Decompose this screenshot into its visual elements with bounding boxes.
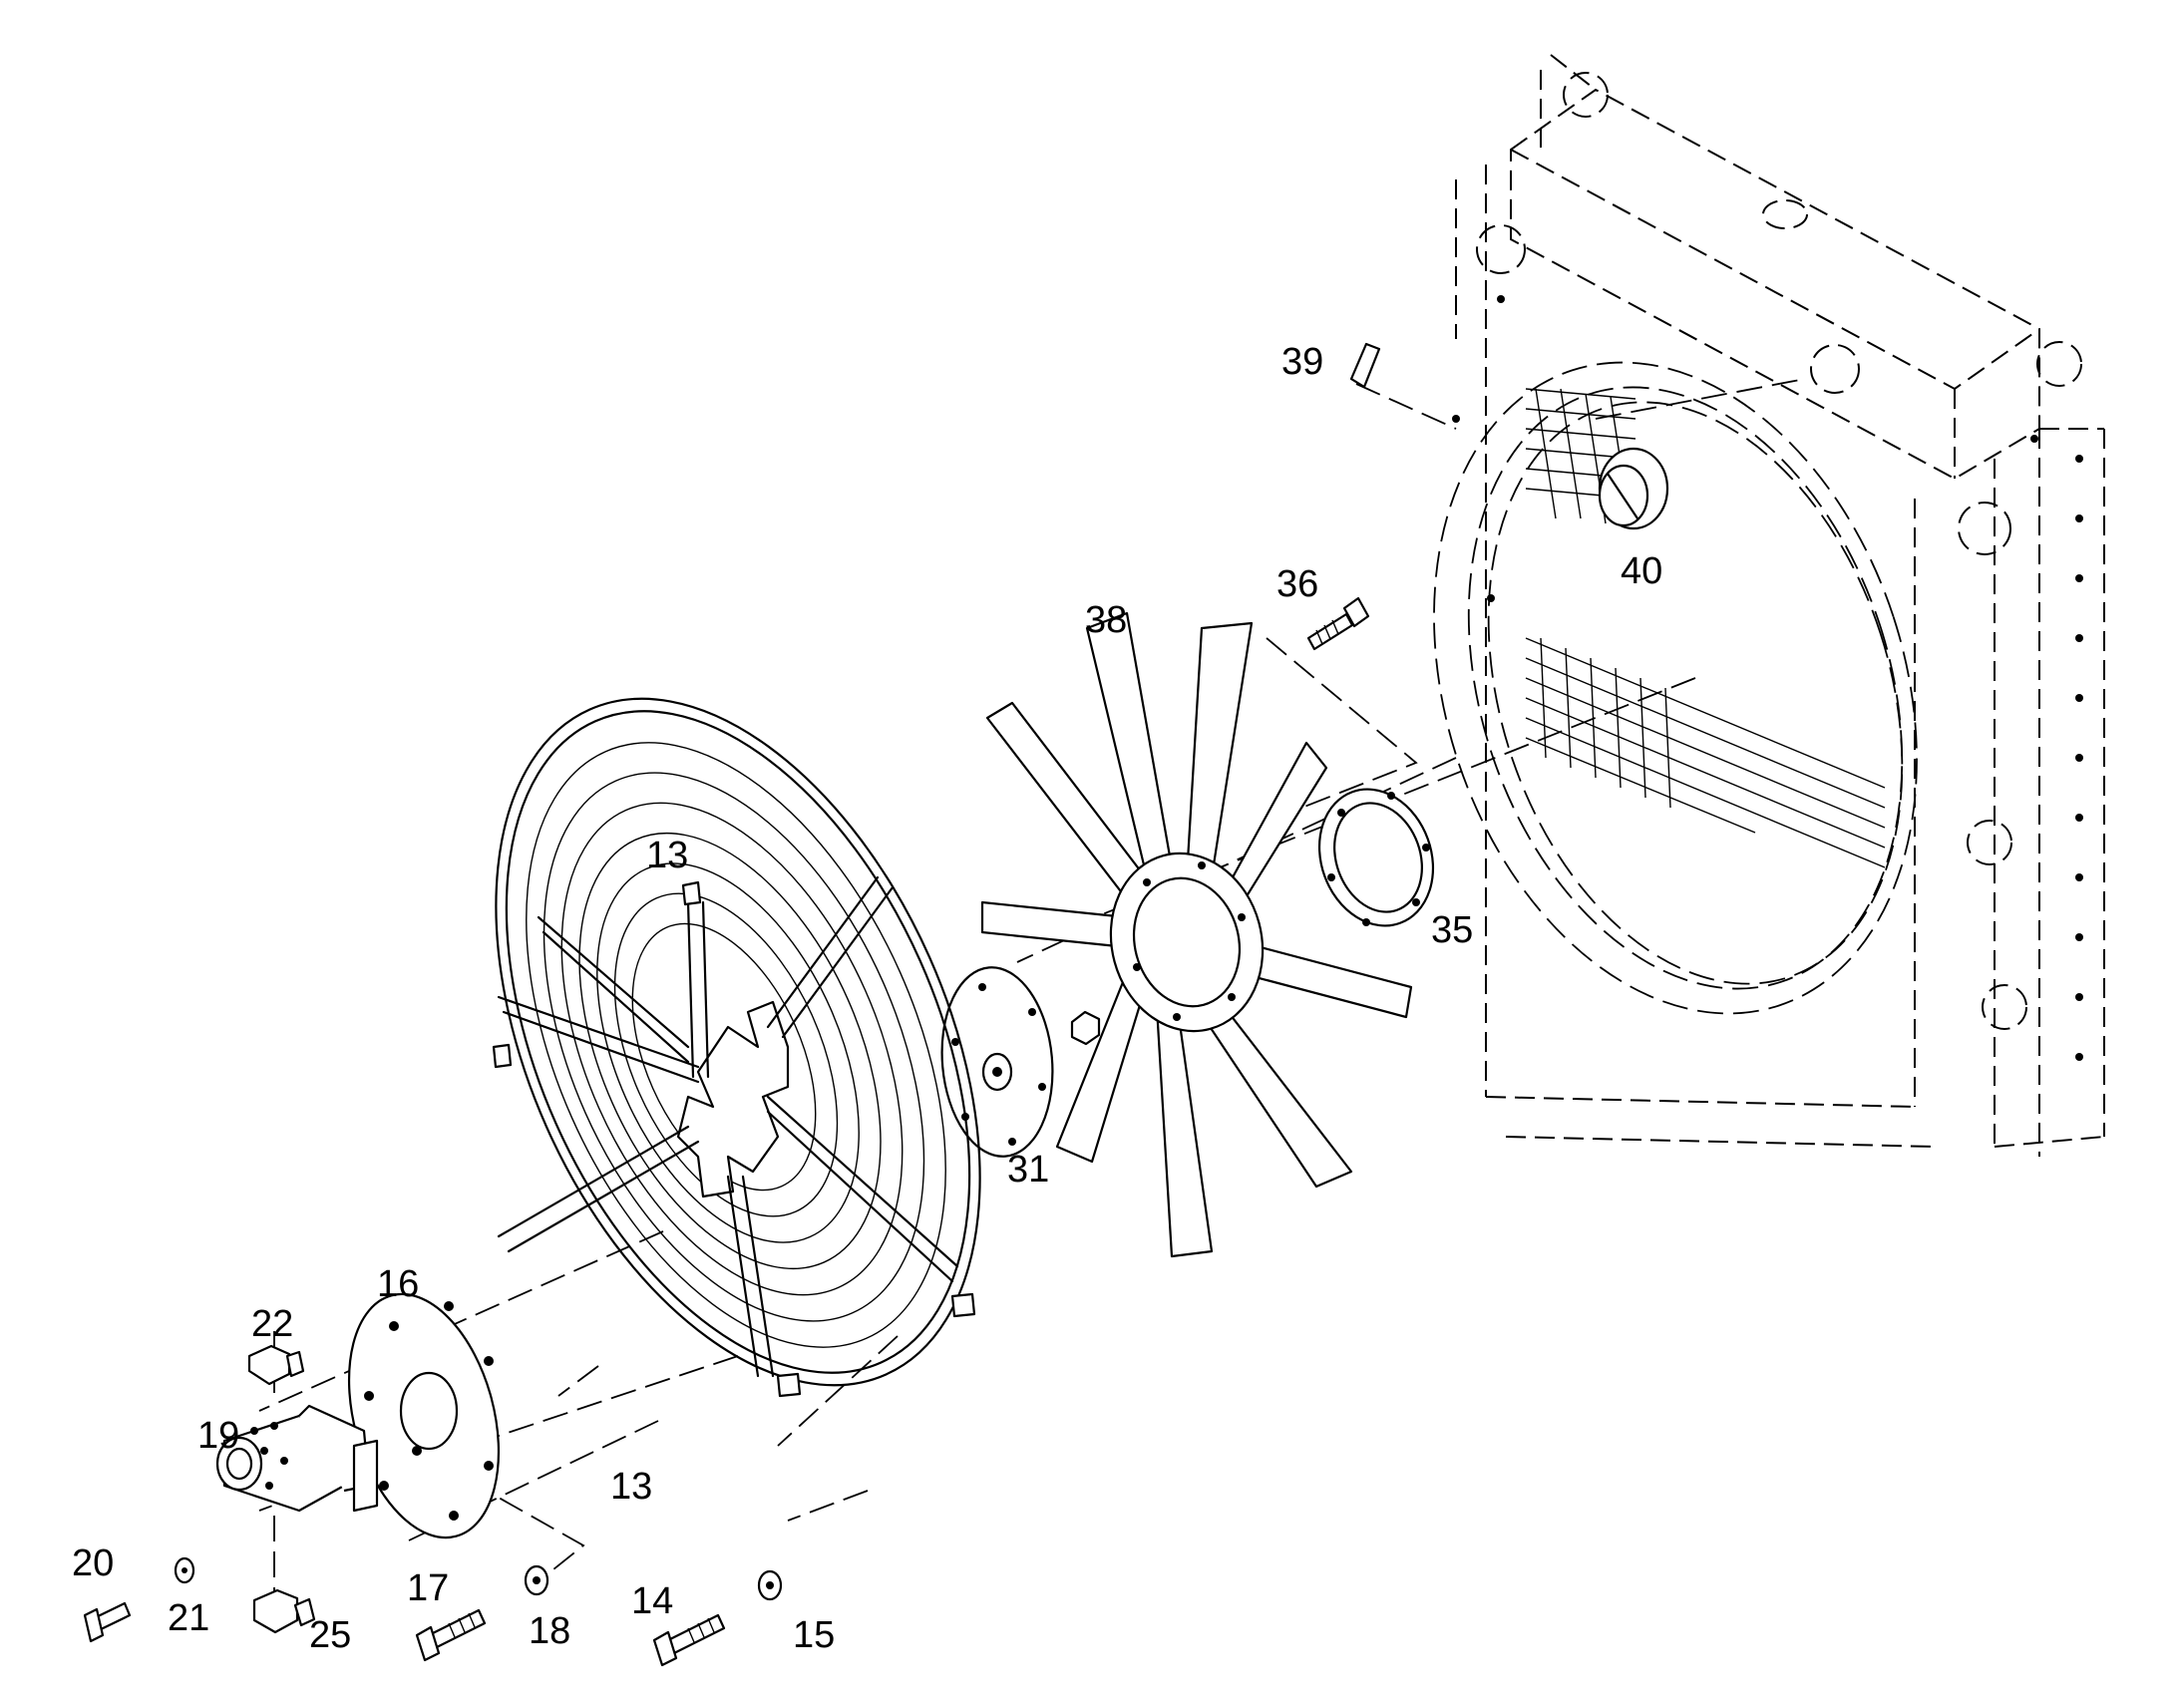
part-39-plate xyxy=(1349,342,1381,389)
callout-40: 40 xyxy=(1621,550,1662,592)
part-22-fitting xyxy=(247,1344,305,1386)
callout-14: 14 xyxy=(631,1580,673,1622)
callout-35: 35 xyxy=(1431,909,1473,951)
part-19-motor xyxy=(215,1404,379,1513)
callout-20: 20 xyxy=(72,1542,114,1584)
part-35-ring xyxy=(1317,788,1435,927)
part-40-cap xyxy=(1598,447,1669,530)
part-17-bolt xyxy=(415,1608,487,1662)
callout-17: 17 xyxy=(407,1567,449,1609)
part-14-bolt xyxy=(652,1613,726,1667)
callout-15: 15 xyxy=(793,1614,835,1656)
callout-13-top: 13 xyxy=(646,835,688,876)
part-18-washer xyxy=(524,1564,549,1596)
part-36-bolt xyxy=(1306,596,1370,651)
callout-31: 31 xyxy=(1007,1149,1049,1191)
callout-25: 25 xyxy=(309,1614,351,1656)
callout-13-bottom: 13 xyxy=(610,1466,652,1508)
part-21-washer xyxy=(174,1556,195,1584)
part-16-plate xyxy=(347,1292,501,1539)
callout-18: 18 xyxy=(529,1610,570,1652)
radiator-assembly xyxy=(1433,54,2105,1157)
part-31-hub xyxy=(940,966,1101,1158)
callout-38: 38 xyxy=(1085,599,1127,641)
callout-labels: 13 13 14 15 16 17 18 19 20 21 22 25 31 3… xyxy=(72,341,1662,1656)
callout-22: 22 xyxy=(251,1303,293,1345)
part-25-fitting xyxy=(252,1588,316,1634)
part-15-washer xyxy=(757,1569,783,1601)
callout-21: 21 xyxy=(168,1597,209,1639)
callout-39: 39 xyxy=(1281,341,1323,383)
part-20-bolt xyxy=(83,1601,132,1643)
callout-19: 19 xyxy=(197,1415,239,1457)
part-38-fan xyxy=(980,611,1413,1258)
part-13-fan-guard xyxy=(492,697,981,1398)
callout-16: 16 xyxy=(377,1263,419,1305)
callout-36: 36 xyxy=(1276,563,1318,605)
